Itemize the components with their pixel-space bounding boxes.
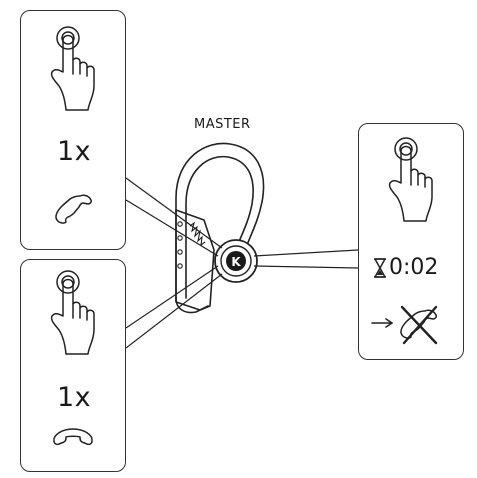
phone-pickup-icon <box>55 194 92 224</box>
master-label: MASTER <box>194 117 251 132</box>
reject-timer: 0:02 <box>389 255 439 280</box>
tap-finger-icon <box>50 270 95 355</box>
answer-count: 1x <box>57 136 92 167</box>
tap-finger-icon <box>50 26 95 111</box>
end-count: 1x <box>57 382 92 413</box>
tap-finger-icon <box>388 137 433 222</box>
ear-hook-outer <box>175 142 265 301</box>
logo-letter: K <box>231 255 241 269</box>
hourglass-icon <box>374 258 386 278</box>
reject-call-icon <box>371 305 438 345</box>
phone-hangup-icon <box>53 428 93 446</box>
ear-hook-inner <box>185 155 254 299</box>
